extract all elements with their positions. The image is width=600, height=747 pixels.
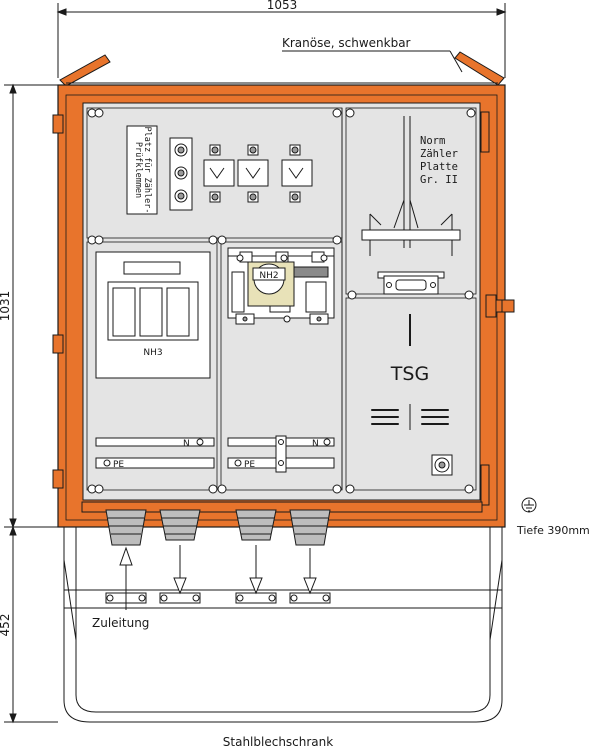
width-dimension <box>56 3 507 78</box>
n-rail-left <box>95 437 215 447</box>
nh2-switch <box>227 247 335 325</box>
n-label-right: N <box>312 439 319 449</box>
tsg-label: TSG <box>390 363 429 385</box>
base-clamps <box>105 592 331 604</box>
height-dimension <box>4 83 58 529</box>
tsg-vents <box>371 409 449 425</box>
meter-terminal-box <box>126 125 158 215</box>
nh2-label: NH2 <box>259 271 278 281</box>
meter-terminal-label-line2: Prüfklemmen <box>133 142 143 198</box>
door-lock <box>485 294 515 318</box>
n-label-left: N <box>183 439 190 449</box>
height-dimension-label: 1031 <box>0 291 12 322</box>
rail-clamp <box>275 435 287 473</box>
base-dimension <box>4 525 58 724</box>
material-label: Stahlblechschrank <box>223 735 334 747</box>
bus-clamp-2 <box>237 144 269 203</box>
crane-eye-label: Kranöse, schwenkbar <box>282 36 411 50</box>
depth-label: Tiefe 390mm <box>516 524 590 537</box>
terminal-column <box>169 137 193 211</box>
earth-ground-icon <box>521 497 537 513</box>
crane-eye-right <box>454 51 505 86</box>
door-hinges <box>52 111 490 506</box>
cable-arrows <box>119 545 317 610</box>
meter-plate-label-3: Platte <box>420 161 458 173</box>
meter-terminal-label-line1: Platz für Zähler- <box>142 127 152 214</box>
nh3-label: NH3 <box>143 348 162 358</box>
width-dimension-label: 1053 <box>267 0 298 12</box>
cable-glands <box>81 501 483 546</box>
meter-bracket <box>361 229 461 241</box>
crane-eye-left <box>59 54 111 87</box>
socket-terminal <box>431 454 453 476</box>
panel-bolts <box>87 108 476 494</box>
pe-label-right: PE <box>244 460 255 470</box>
meter-plate-label-2: Zähler <box>420 148 458 160</box>
meter-plate-label-1: Norm <box>420 135 445 147</box>
bus-clamp-1 <box>203 144 235 203</box>
bus-clamp-3 <box>281 144 313 203</box>
pe-label-left: PE <box>113 460 124 470</box>
feed-label: Zuleitung <box>92 616 149 630</box>
pe-rail-left <box>95 457 215 469</box>
nh3-switch <box>95 251 211 379</box>
crane-eye-leader <box>282 50 463 73</box>
meter-connector <box>377 271 445 295</box>
base-dimension-label: 452 <box>0 614 12 637</box>
meter-plate-label-4: Gr. II <box>420 174 458 186</box>
base-frame <box>63 527 503 723</box>
